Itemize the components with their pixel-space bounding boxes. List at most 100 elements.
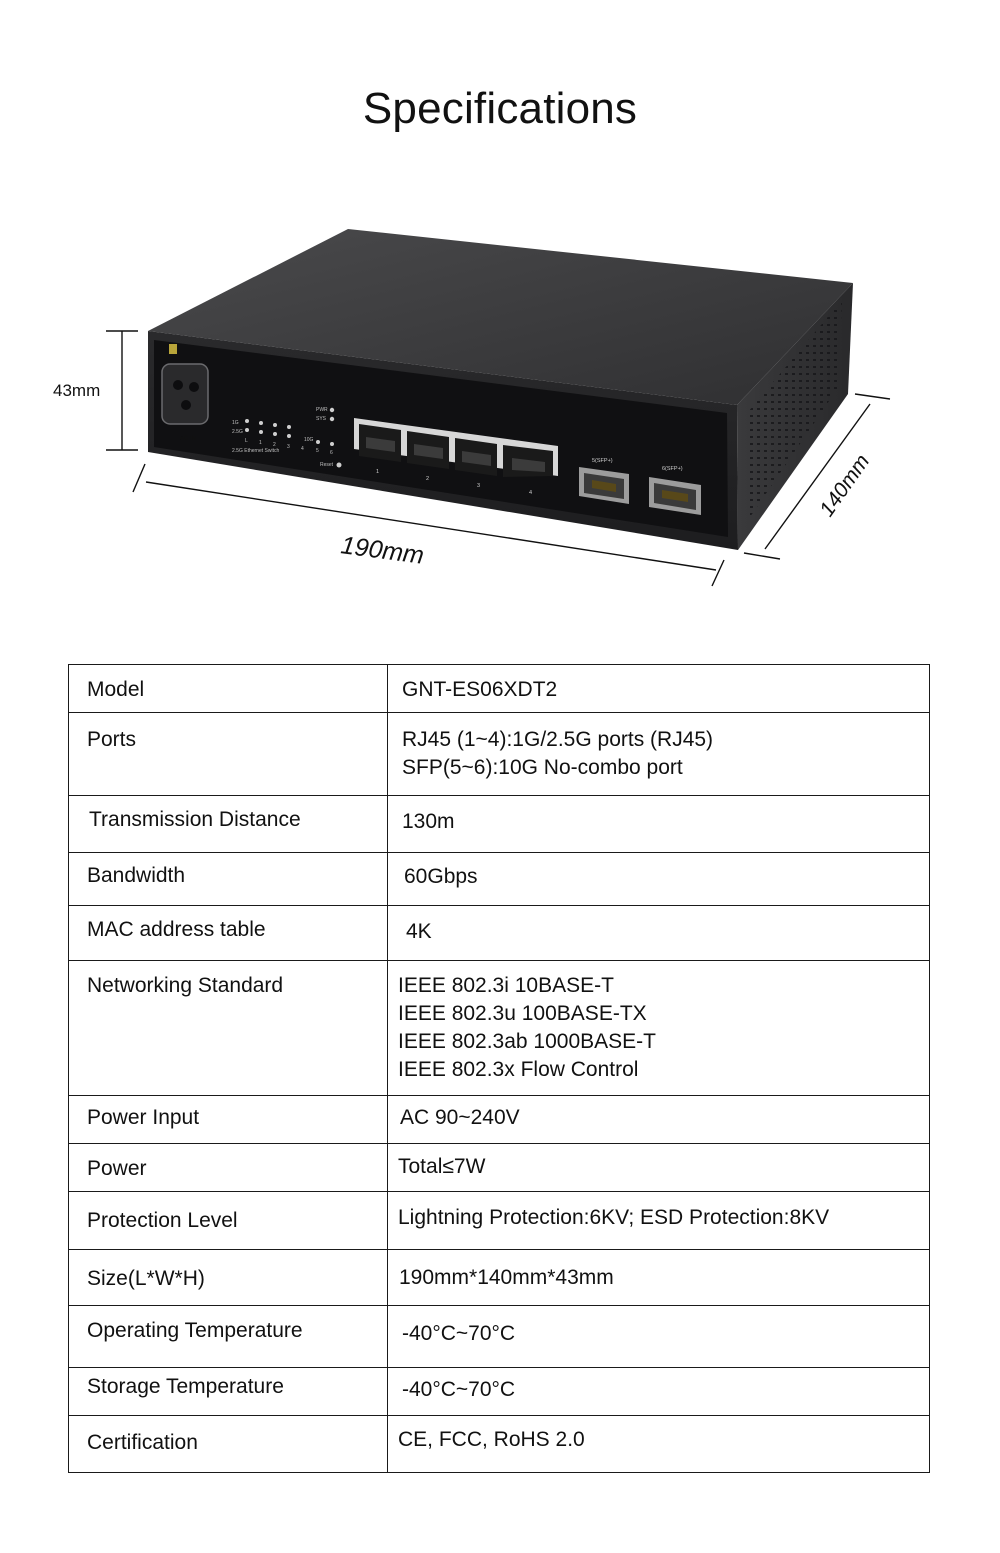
spec-value: 190mm*140mm*43mm [387, 1249, 930, 1306]
spec-value: 130m [387, 795, 930, 853]
spec-value-line: 190mm*140mm*43mm [399, 1266, 614, 1289]
rj45-port-number-3: 3 [477, 483, 480, 489]
power-inlet: AC IN [161, 344, 209, 442]
spec-value-line: IEEE 802.3u 100BASE-TX [398, 1002, 647, 1025]
spec-label: Ports [68, 712, 388, 796]
spec-value-line: IEEE 802.3ab 1000BASE-T [398, 1030, 656, 1053]
dimension-height [106, 330, 138, 451]
page-title: Specifications [362, 84, 638, 133]
spec-label: Power Input [68, 1095, 388, 1144]
spec-label: Model [68, 664, 388, 713]
led-port-1: 1 [259, 440, 262, 446]
spec-value: AC 90~240V [387, 1095, 930, 1144]
spec-value-line: CE, FCC, RoHS 2.0 [398, 1428, 585, 1451]
spec-value-line: -40°C~70°C [402, 1322, 516, 1345]
sys-label: SYS [316, 416, 327, 422]
rj45-port-group: 1 2 3 4 [354, 418, 558, 496]
spec-value: 4K [387, 905, 930, 961]
spec-value-line: 130m [402, 810, 455, 833]
spec-label: Operating Temperature [68, 1305, 388, 1368]
rj45-port [455, 438, 497, 476]
speed-label-1g: 1G [232, 420, 239, 426]
length-label: 190mm [339, 531, 425, 570]
spec-label: Networking Standard [68, 960, 388, 1096]
led-port-2: 2 [273, 442, 276, 448]
panel-caption: 2.5G Ethernet Switch [232, 448, 279, 454]
chassis-top [148, 229, 853, 405]
spec-value: GNT-ES06XDT2 [387, 664, 930, 713]
sfp-port-group: 5(SFP+) 6(SFP+) [579, 458, 701, 515]
spec-row-operating-temperature: Operating Temperature -40°C~70°C [68, 1305, 930, 1368]
spec-value-line: AC 90~240V [400, 1106, 520, 1129]
logo-mark [169, 344, 177, 354]
reset-label: Reset [320, 462, 334, 468]
spec-row-power: Power Total≤7W [68, 1143, 930, 1192]
spec-value-line: 60Gbps [404, 865, 478, 888]
spec-label: Certification [68, 1415, 388, 1473]
dimension-depth [743, 393, 891, 560]
rj45-port [503, 445, 553, 477]
rj45-port-number-4: 4 [529, 490, 532, 496]
sfp-led-label: 10G [304, 437, 314, 443]
pwr-label: PWR [316, 407, 328, 413]
spec-row-protection-level: Protection Level Lightning Protection:6K… [68, 1191, 930, 1250]
spec-value-line: RJ45 (1~4):1G/2.5G ports (RJ45) [402, 728, 714, 751]
spec-value: -40°C~70°C [387, 1367, 930, 1416]
sfp-port-label-5: 5(SFP+) [592, 458, 613, 464]
depth-label: 140mm [815, 450, 874, 521]
height-label: 43mm [53, 381, 100, 400]
spec-value: 60Gbps [387, 852, 930, 906]
spec-value-line: IEEE 802.3i 10BASE-T [398, 974, 614, 997]
spec-label: Size(L*W*H) [68, 1249, 388, 1306]
spec-value-line: IEEE 802.3x Flow Control [398, 1058, 639, 1081]
dimension-length [132, 463, 725, 587]
spec-value-line: GNT-ES06XDT2 [402, 678, 558, 701]
power-label: AC IN [180, 436, 196, 442]
rj45-port-number-2: 2 [426, 476, 429, 482]
led-indicators: 1G 2.5G L 1 2 3 4 2.5G Ethernet Switch P… [232, 407, 342, 468]
sfp-led-5: 5 [316, 448, 319, 454]
spec-row-mac-address-table: MAC address table 4K [68, 905, 930, 961]
side-vents [748, 300, 842, 520]
sfp-cage [649, 477, 701, 515]
spec-value: -40°C~70°C [387, 1305, 930, 1368]
sfp-led-6: 6 [330, 450, 333, 456]
led-port-4: 4 [301, 446, 304, 452]
switch-illustration: AC IN 1G 2.5G L 1 2 3 4 2.5G Ethernet Sw… [53, 229, 891, 587]
spec-label: MAC address table [68, 905, 388, 961]
spec-label: Protection Level [68, 1191, 388, 1250]
rj45-port-number-1: 1 [376, 469, 379, 475]
spec-row-transmission-distance: Transmission Distance 130m [68, 795, 930, 853]
sfp-cage [579, 467, 629, 504]
spec-value-line: SFP(5~6):10G No-combo port [402, 756, 683, 779]
rj45-port [407, 431, 449, 469]
product-figure: AC IN 1G 2.5G L 1 2 3 4 2.5G Ethernet Sw… [0, 215, 1000, 610]
spec-table: Model GNT-ES06XDT2 Ports RJ45 (1~4):1G/2… [68, 664, 930, 1473]
spec-row-certification: Certification CE, FCC, RoHS 2.0 [68, 1415, 930, 1473]
spec-row-bandwidth: Bandwidth 60Gbps [68, 852, 930, 906]
spec-value-line: 4K [406, 920, 432, 943]
spec-row-ports: Ports RJ45 (1~4):1G/2.5G ports (RJ45) SF… [68, 712, 930, 796]
spec-value-line: Total≤7W [398, 1155, 486, 1178]
speed-label-l: L [245, 438, 248, 444]
spec-value-line: Lightning Protection:6KV; ESD Protection… [398, 1206, 830, 1229]
spec-value-line: -40°C~70°C [402, 1378, 516, 1401]
spec-value: Total≤7W [387, 1143, 930, 1192]
rj45-port [359, 424, 401, 462]
spec-row-power-input: Power Input AC 90~240V [68, 1095, 930, 1144]
spec-value: Lightning Protection:6KV; ESD Protection… [387, 1191, 930, 1250]
spec-row-size: Size(L*W*H) 190mm*140mm*43mm [68, 1249, 930, 1306]
spec-row-storage-temperature: Storage Temperature -40°C~70°C [68, 1367, 930, 1416]
speed-label-2-5g: 2.5G [232, 429, 243, 435]
spec-row-networking-standard: Networking Standard IEEE 802.3i 10BASE-T… [68, 960, 930, 1096]
spec-row-model: Model GNT-ES06XDT2 [68, 664, 930, 713]
spec-value: IEEE 802.3i 10BASE-T IEEE 802.3u 100BASE… [387, 960, 930, 1096]
spec-value: RJ45 (1~4):1G/2.5G ports (RJ45) SFP(5~6)… [387, 712, 930, 796]
spec-value: CE, FCC, RoHS 2.0 [387, 1415, 930, 1473]
sfp-port-label-6: 6(SFP+) [662, 466, 683, 472]
spec-label: Storage Temperature [68, 1367, 388, 1416]
led-port-3: 3 [287, 444, 290, 450]
spec-label: Power [68, 1143, 388, 1192]
spec-label: Transmission Distance [68, 795, 388, 853]
spec-label: Bandwidth [68, 852, 388, 906]
